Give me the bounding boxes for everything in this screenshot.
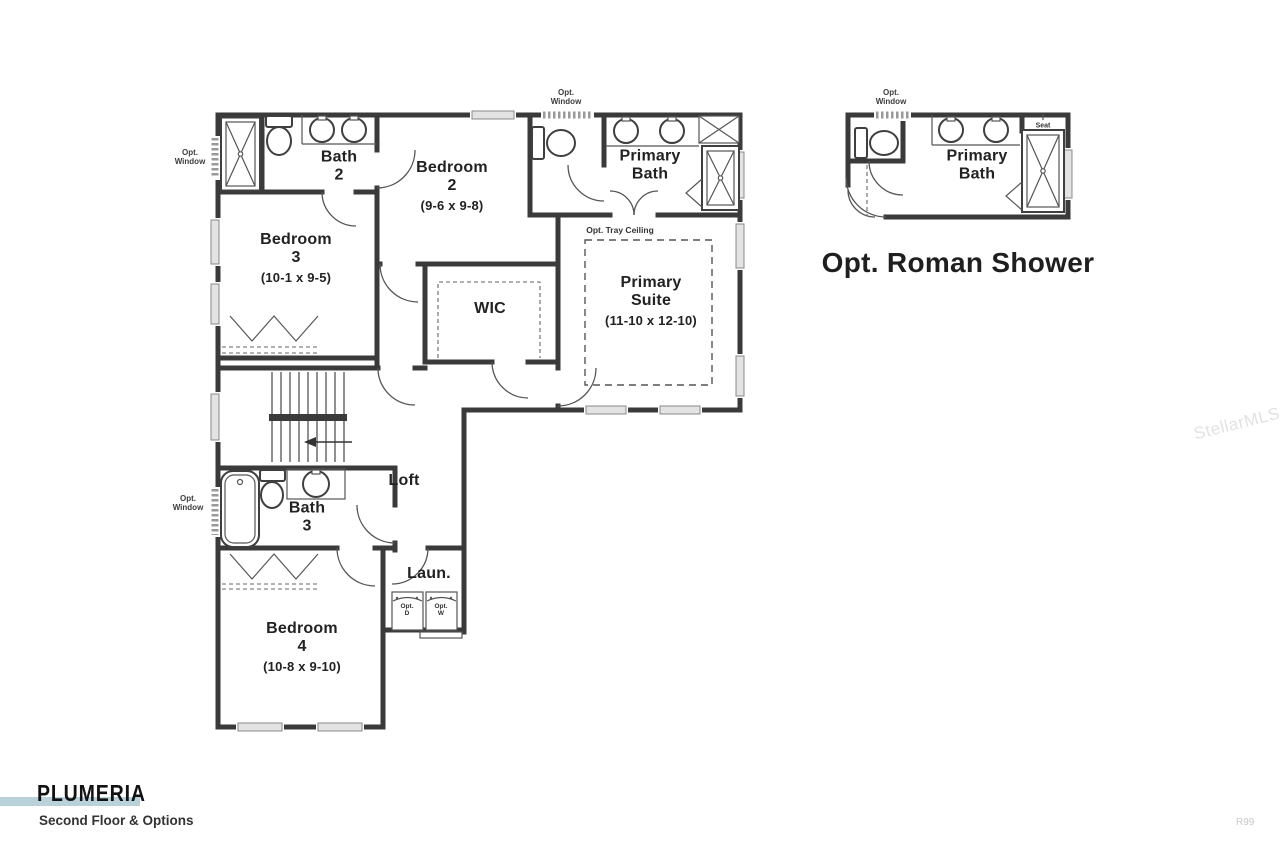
option-plan-doors	[845, 160, 904, 218]
bedroom2-number: 2	[447, 177, 457, 195]
bedroom3-number: 3	[291, 249, 301, 267]
primary-suite-name-2: Suite	[630, 292, 672, 310]
option-plan-caption: Opt. Roman Shower	[821, 247, 1095, 278]
bath2-number: 2	[334, 167, 344, 184]
label-option-primary-bath: Primary Bath	[946, 147, 1008, 183]
sheet-code: R99	[1236, 817, 1255, 828]
bath3-number: 3	[302, 518, 312, 535]
primary-bath-name-1: Primary	[619, 147, 681, 165]
label-bedroom2: Bedroom 2 (9-6 x 9-8)	[416, 159, 488, 213]
option-plan-fixtures	[854, 114, 1065, 213]
label-shower-seat: Seat	[1035, 122, 1051, 130]
stair-direction-arrow	[304, 437, 316, 447]
bedroom3-closet	[222, 315, 320, 354]
laundry-fixtures	[391, 591, 463, 639]
label-opt-window-bath3: Opt. Window	[172, 493, 204, 512]
bedroom2-name: Bedroom	[416, 159, 488, 177]
label-opt-dryer: Opt. D	[400, 603, 414, 617]
label-opt-washer: Opt. W	[434, 603, 448, 617]
label-bedroom4: Bedroom 4 (10-8 x 9-10)	[263, 620, 341, 674]
bedroom4-dims: (10-8 x 9-10)	[263, 658, 341, 674]
bedroom2-dims: (9-6 x 9-8)	[420, 197, 484, 213]
loft-name: Loft	[388, 471, 420, 489]
primary-suite-tray-ceiling	[584, 239, 713, 386]
plan-subtitle: Second Floor & Options	[39, 813, 194, 828]
label-bath2: Bath 2	[321, 149, 357, 186]
bedroom3-dims: (10-1 x 9-5)	[260, 269, 332, 285]
label-primary-bath: Primary Bath	[620, 148, 681, 185]
bath2-fixtures	[220, 115, 377, 192]
label-laundry: Laun.	[407, 565, 451, 583]
brand-accent-bar	[0, 797, 140, 806]
label-opt-window-bath2: Opt. Window	[174, 147, 206, 166]
plan-brand-title: PLUMERIA	[37, 780, 146, 806]
label-loft: Loft	[388, 472, 419, 490]
door-swings	[321, 149, 659, 587]
bath3-fixtures	[220, 468, 346, 548]
staircase	[269, 372, 352, 462]
label-primary-suite: Primary Suite (11-10 x 12-10)	[605, 274, 697, 328]
windows	[209, 109, 746, 733]
primary-bath-fixtures	[531, 115, 740, 211]
bedroom4-number: 4	[297, 638, 307, 656]
label-opt-window-option-plan: Opt. Window	[875, 87, 907, 106]
bath2-name: Bath	[320, 148, 358, 166]
label-tray-ceiling: Opt. Tray Ceiling	[586, 225, 654, 235]
primary-bath-name-2: Bath	[631, 166, 669, 183]
bedroom4-closet	[222, 553, 320, 590]
wic-name: WIC	[474, 299, 506, 317]
primary-suite-name-1: Primary	[620, 274, 682, 292]
laundry-name: Laun.	[407, 564, 451, 582]
bedroom4-name: Bedroom	[266, 620, 338, 638]
label-bedroom3: Bedroom 3 (10-1 x 9-5)	[260, 231, 332, 285]
label-opt-window-top: Opt. Window	[550, 87, 582, 106]
bath3-name: Bath	[288, 499, 326, 517]
primary-suite-dims: (11-10 x 12-10)	[605, 312, 697, 328]
label-wic: WIC	[474, 300, 506, 318]
label-bath3: Bath 3	[289, 500, 325, 537]
wic-shelving	[437, 281, 541, 358]
bedroom3-name: Bedroom	[260, 231, 332, 249]
